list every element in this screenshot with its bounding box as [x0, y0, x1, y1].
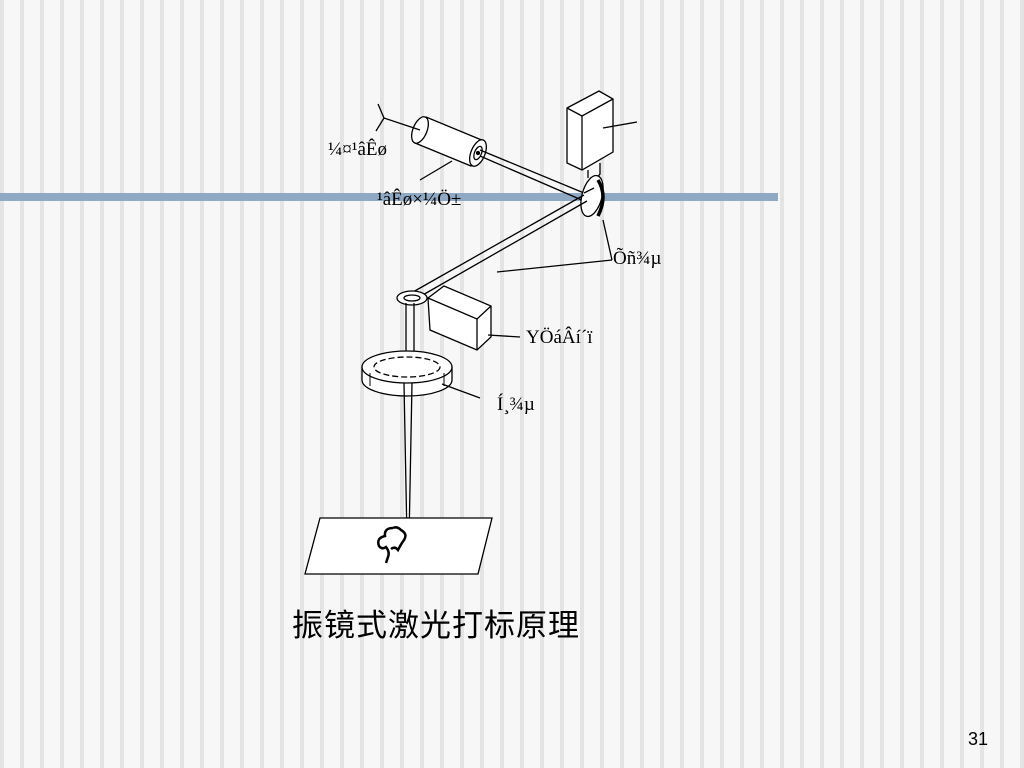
y-scanner-label: YÖáÂí´ï — [526, 326, 593, 348]
workpiece-plane — [304, 517, 493, 575]
horizontal-accent-bar — [0, 193, 778, 201]
laser-cylinder — [411, 116, 487, 167]
collimator-label: ¹âÊø×¼Ö± — [377, 188, 461, 210]
focus-lens — [361, 350, 481, 399]
slide-caption: 振镜式激光打标原理 — [292, 608, 580, 644]
y-scanner — [396, 285, 521, 351]
x-motor-box — [566, 90, 638, 180]
page-number: 31 — [967, 729, 988, 749]
lens-label: Í¸¾µ — [497, 393, 535, 415]
x-mirror — [580, 174, 605, 218]
laser-label: ¼¤¹âÊø — [328, 138, 387, 160]
mirror-label: Õñ¾µ — [613, 247, 661, 269]
